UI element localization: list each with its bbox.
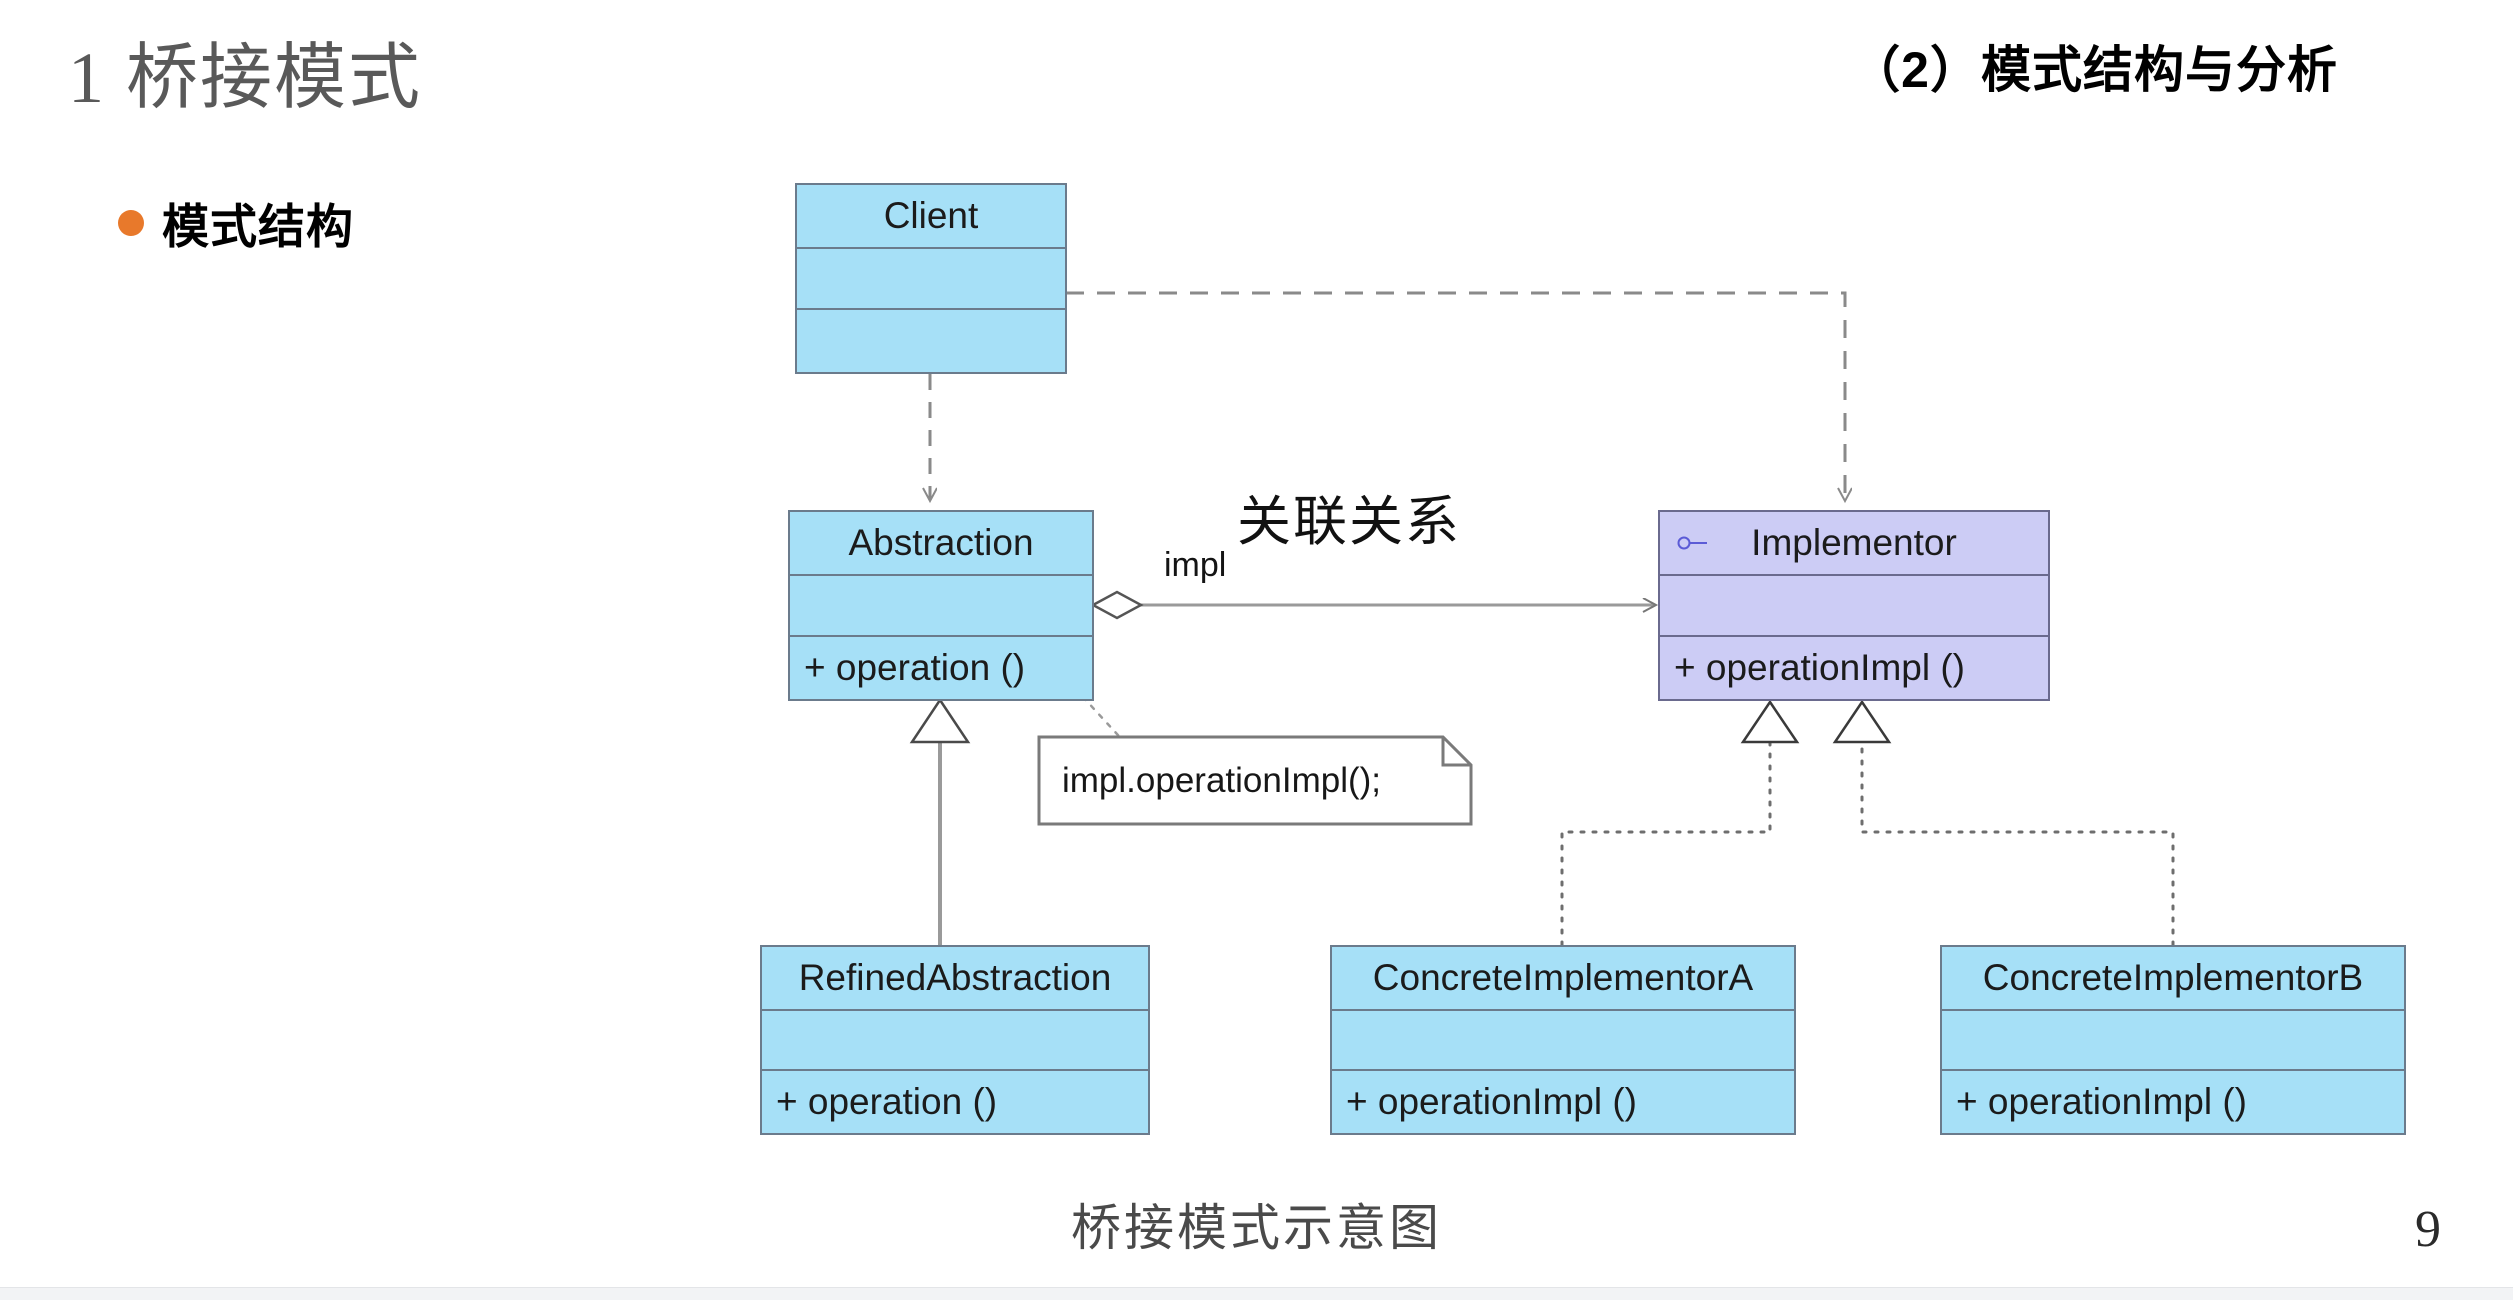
bottom-strip (0, 1287, 2513, 1300)
interface-lollipop-icon (1677, 536, 1707, 550)
uml-class-client[interactable]: Client (795, 183, 1067, 374)
uml-note-text: impl.operationImpl(); (1062, 761, 1381, 800)
page-title: 1 桥接模式 (68, 38, 423, 118)
uml-class-concreteimplementorb[interactable]: ConcreteImplementorB + operationImpl () (1940, 945, 2406, 1135)
class-name: Abstraction (790, 512, 1092, 576)
class-operations-compartment: + operationImpl () (1346, 1081, 1637, 1122)
class-name-row: Implementor (1660, 512, 2048, 576)
section-heading: （2）模式结构与分析 (1850, 42, 2338, 98)
class-operations-compartment: + operation () (804, 647, 1026, 688)
edge-client-to-implementor (1066, 291, 1845, 500)
class-name: ConcreteImplementorA (1332, 947, 1794, 1011)
class-attributes-compartment (790, 576, 1092, 637)
page-number: 9 (2415, 1201, 2441, 1258)
uml-interface-implementor[interactable]: Implementor + operationImpl () (1658, 510, 2050, 701)
class-operations-compartment: + operationImpl () (1674, 647, 1965, 688)
class-operations-compartment (797, 310, 1065, 372)
edge-abstraction-to-implementor (1090, 590, 1655, 620)
edge-concrete-b-to-implementor (1832, 699, 2175, 947)
class-attributes-compartment (762, 1011, 1148, 1071)
class-attributes-compartment (1942, 1011, 2404, 1071)
edge-concrete-a-to-implementor (1560, 699, 1800, 947)
uml-class-refinedabstraction[interactable]: RefinedAbstraction + operation () (760, 945, 1150, 1135)
class-name: Client (797, 185, 1065, 249)
uml-class-abstraction[interactable]: Abstraction + operation () (788, 510, 1094, 701)
note-shape (1037, 735, 1473, 826)
class-operations-compartment: + operation () (776, 1081, 998, 1122)
uml-class-concreteimplementora[interactable]: ConcreteImplementorA + operationImpl () (1330, 945, 1796, 1135)
figure-caption: 桥接模式示意图 (1071, 1200, 1442, 1256)
class-name: Implementor (1751, 522, 1957, 563)
bullet-row: 模式结构 (118, 188, 354, 257)
class-name: RefinedAbstraction (762, 947, 1148, 1011)
bullet-dot-icon (118, 209, 144, 236)
association-annotation: 关联关系 (1237, 492, 1461, 552)
bullet-label: 模式结构 (162, 200, 354, 253)
class-operations-compartment: + operationImpl () (1956, 1081, 2247, 1122)
class-name: ConcreteImplementorB (1942, 947, 2404, 1011)
edge-refined-to-abstraction (909, 697, 971, 945)
class-attributes-compartment (797, 249, 1065, 310)
class-attributes-compartment (1332, 1011, 1794, 1071)
edge-abstraction-to-note (1081, 695, 1130, 748)
class-attributes-compartment (1660, 576, 2048, 637)
association-role-label-impl: impl (1164, 546, 1227, 584)
